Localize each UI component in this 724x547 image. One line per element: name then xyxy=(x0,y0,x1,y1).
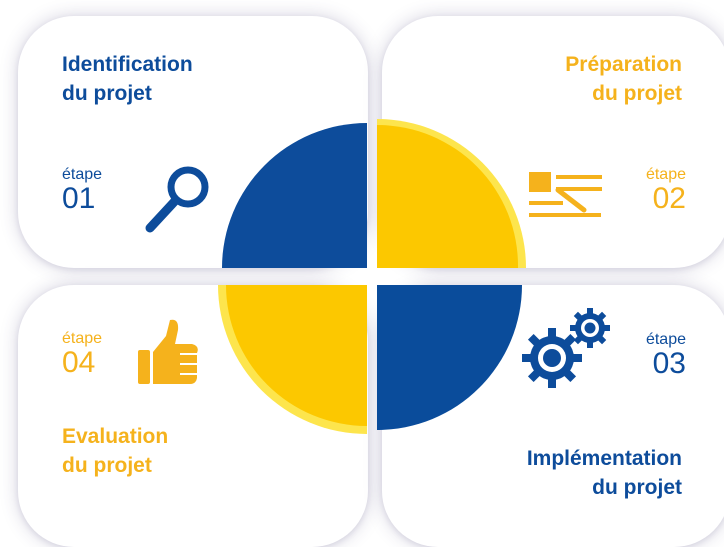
step-number: 03 xyxy=(652,347,686,380)
step-number: 01 xyxy=(62,182,96,215)
quadrant-evaluation xyxy=(226,285,367,426)
quadrant-identification xyxy=(222,123,367,268)
step-badge-02: étape 02 xyxy=(646,166,686,214)
quadrant-preparation xyxy=(377,124,519,268)
step-title-line1: Implémentation xyxy=(526,447,682,470)
step-title-line2: du projet xyxy=(592,476,682,499)
step-badge-03: étape 03 xyxy=(646,331,686,379)
step-badge-01: étape 01 xyxy=(62,166,102,214)
document-edit-icon xyxy=(529,172,602,217)
step-number: 04 xyxy=(62,346,96,379)
step-title-line2: du projet xyxy=(62,82,152,105)
step-label: étape xyxy=(62,166,103,183)
search-icon xyxy=(145,166,209,233)
step-badge-04: étape 04 xyxy=(62,330,102,378)
step-title-line1: Evaluation xyxy=(62,425,169,448)
step-number: 02 xyxy=(652,182,686,215)
step-title-line1: Préparation xyxy=(565,53,682,76)
step-label: étape xyxy=(645,331,686,348)
step-title-implementation: Implémentation du projet xyxy=(527,444,682,502)
step-title-preparation: Préparation du projet xyxy=(565,50,682,108)
step-title-identification: Identification du projet xyxy=(62,50,193,108)
step-title-line2: du projet xyxy=(62,454,152,477)
step-title-line1: Identification xyxy=(62,53,193,76)
gears-icon xyxy=(522,308,610,388)
step-label: étape xyxy=(645,166,686,183)
step-title-line2: du projet xyxy=(592,82,682,105)
thumbs-up-icon xyxy=(138,319,198,384)
step-title-evaluation: Evaluation du projet xyxy=(62,422,168,480)
central-circle-diagram xyxy=(218,119,526,434)
quadrant-implementation xyxy=(377,285,522,430)
step-label: étape xyxy=(62,330,103,347)
